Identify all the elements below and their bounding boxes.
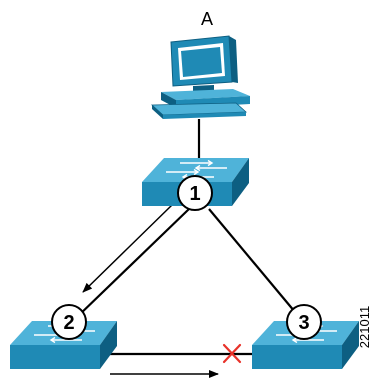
switch-2-number: 2 xyxy=(63,312,74,334)
switch-3-device: 3 xyxy=(252,304,359,369)
switch-1-badge: 1 xyxy=(177,175,213,211)
x-mark-icon xyxy=(222,343,242,364)
traffic-arrow-switch1-to-switch2 xyxy=(82,204,173,293)
switch-1-device: 1 xyxy=(142,158,249,211)
switch-1-number: 1 xyxy=(189,183,200,205)
switch-2-device: 2 xyxy=(10,304,117,369)
switch-3-badge: 3 xyxy=(286,304,322,340)
link-switch1-switch3 xyxy=(208,208,301,319)
switch-icon xyxy=(252,321,359,369)
switch-2-badge: 2 xyxy=(51,304,87,340)
workstation-icon xyxy=(150,35,250,119)
figure-id: 221011 xyxy=(357,306,372,348)
host-label: A xyxy=(201,9,213,29)
link-switch1-switch2 xyxy=(75,208,190,319)
switch-3-number: 3 xyxy=(298,312,309,334)
